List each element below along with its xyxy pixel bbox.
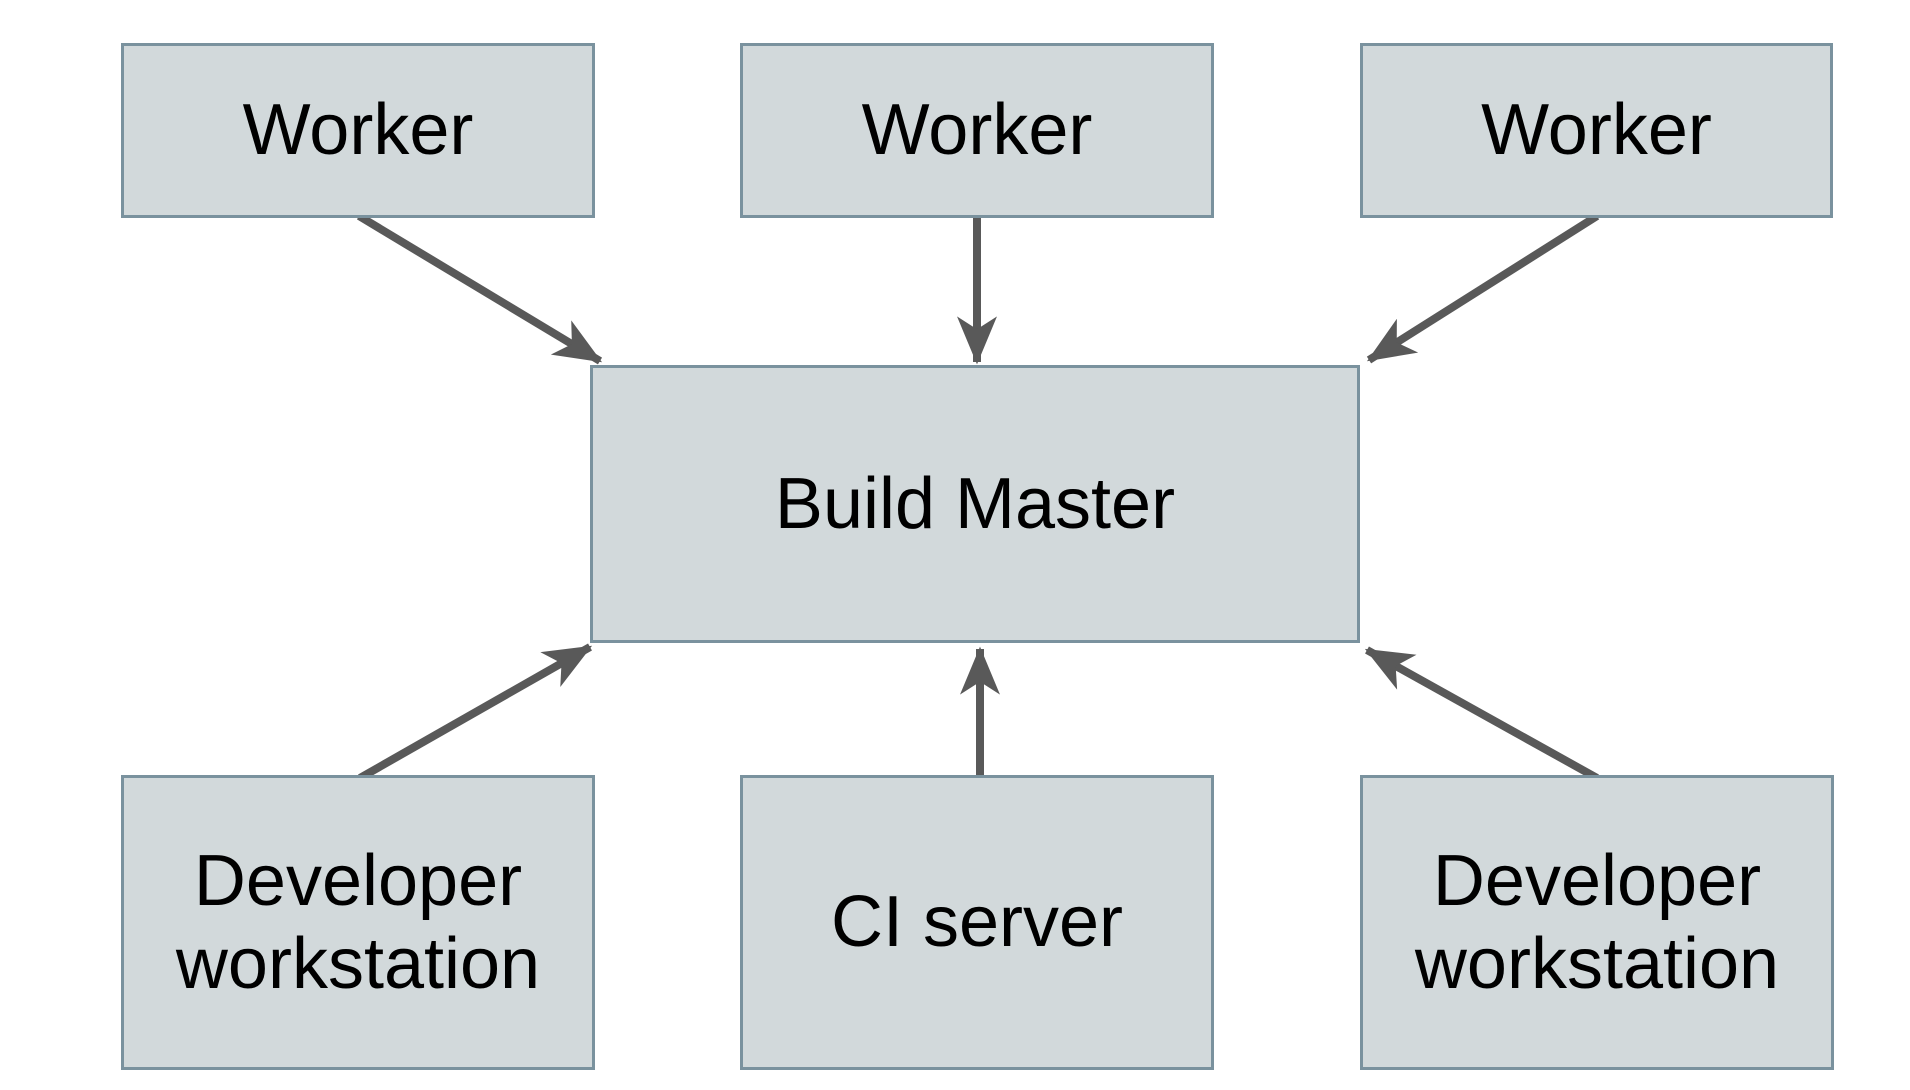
arrow-developer-workstation-right-to-build-master	[1364, 646, 1599, 782]
arrow-worker-3-to-build-master	[1366, 212, 1600, 364]
node-build-master: Build Master	[590, 365, 1360, 643]
node-worker-3: Worker	[1360, 43, 1833, 218]
node-worker-1: Worker	[121, 43, 595, 218]
arrow-worker-1-to-build-master	[356, 212, 603, 365]
arrow-developer-workstation-left-to-build-master	[358, 643, 593, 782]
node-worker-2: Worker	[740, 43, 1214, 218]
node-ci-server: CI server	[740, 775, 1214, 1070]
node-developer-workstation-right: Developer workstation	[1360, 775, 1834, 1070]
node-developer-workstation-left: Developer workstation	[121, 775, 595, 1070]
